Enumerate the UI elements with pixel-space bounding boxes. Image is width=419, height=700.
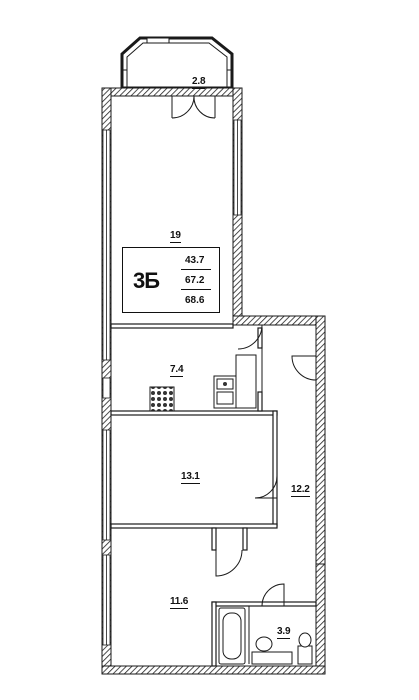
label-bay-balcony-area: 2.8 xyxy=(192,76,206,89)
apartment-info-box: 3Б 43.7 67.2 68.6 xyxy=(122,247,220,313)
label-hallway-area: 12.2 xyxy=(291,484,310,497)
label-bathroom-area: 3.9 xyxy=(277,626,291,639)
apartment-full-area: 68.6 xyxy=(185,295,205,306)
apartment-type-label: 3Б xyxy=(133,268,160,293)
kitchen-fixtures xyxy=(149,354,257,412)
windows xyxy=(102,119,242,646)
label-bedroom-middle-area: 13.1 xyxy=(181,471,200,484)
bathroom-fixtures xyxy=(218,606,313,665)
apartment-living-area: 43.7 xyxy=(185,255,205,266)
doors xyxy=(171,95,317,607)
bay-balcony xyxy=(120,36,234,90)
interior-walls xyxy=(110,323,317,667)
apartment-total-area: 67.2 xyxy=(185,275,205,286)
label-bedroom-bottom-area: 11.6 xyxy=(170,596,189,609)
label-kitchen-area: 7.4 xyxy=(170,364,184,377)
label-living-room-area: 19 xyxy=(170,230,181,243)
